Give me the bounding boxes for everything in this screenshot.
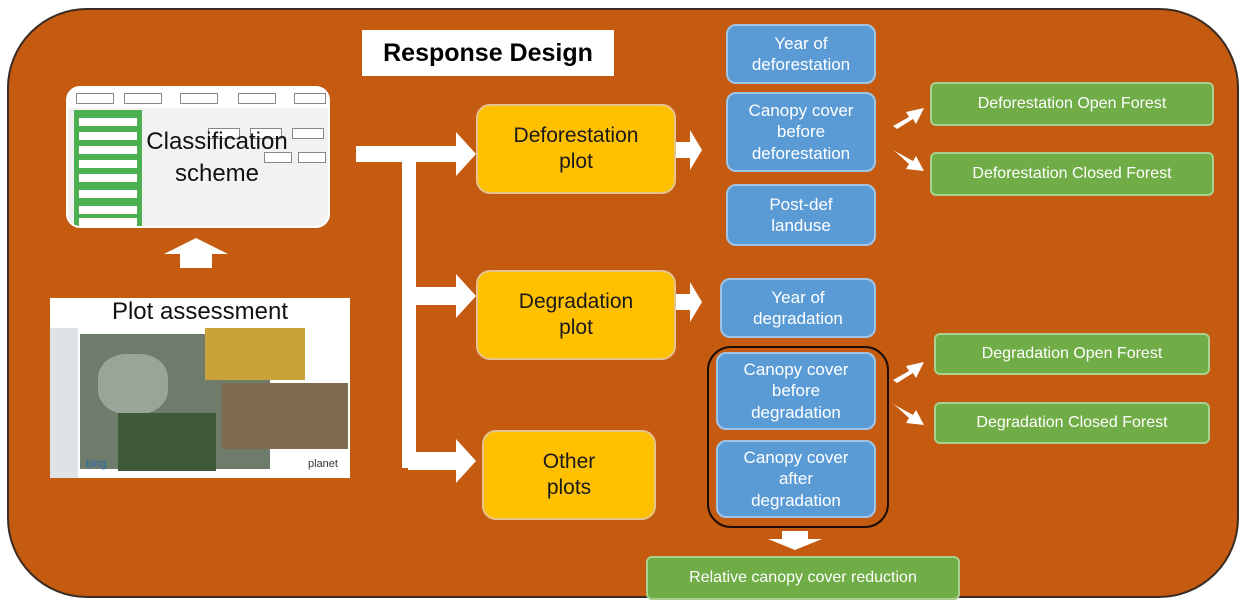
planet-logo: planet — [308, 458, 338, 470]
canopy-before-deforestation-box: Canopy cover before deforestation — [726, 92, 876, 172]
arrow-to-def-open — [893, 108, 924, 129]
scheme-cell — [250, 128, 282, 139]
scheme-cell — [76, 93, 114, 104]
scheme-cell — [298, 152, 326, 163]
classification-scheme-label: Classification scheme — [146, 128, 288, 187]
viewer-sidebar — [50, 328, 78, 478]
canopy-after-degradation-box: Canopy cover after degradation — [716, 440, 876, 518]
canopy-before-degradation-box: Canopy cover before degradation — [716, 352, 876, 430]
scheme-cell — [264, 152, 292, 163]
classification-scheme-thumbnail: Classification scheme — [66, 86, 330, 228]
up-arrow-icon — [164, 238, 228, 268]
scheme-cell — [124, 93, 162, 104]
relative-canopy-cover-reduction-box: Relative canopy cover reduction — [646, 556, 960, 600]
post-def-landuse-box: Post-def landuse — [726, 184, 876, 246]
branch-arrow-degradation — [408, 274, 476, 318]
plot-assessment-thumbnail: bing planet Plot assessment — [50, 298, 350, 478]
scheme-cell — [292, 128, 324, 139]
scheme-cell — [238, 93, 276, 104]
vertical-stem — [402, 150, 416, 468]
arrow-to-def-closed — [893, 150, 924, 171]
scheme-cell — [180, 93, 218, 104]
branch-arrow-other — [408, 439, 476, 483]
degradation-closed-forest-box: Degradation Closed Forest — [934, 402, 1210, 444]
year-of-deforestation-box: Year of deforestation — [726, 24, 876, 84]
scheme-cell — [294, 93, 326, 104]
plot-assessment-label: Plot assessment — [111, 298, 289, 325]
deforestation-open-forest-box: Deforestation Open Forest — [930, 82, 1214, 126]
satellite-image-brown — [222, 383, 348, 449]
scheme-cell — [208, 128, 240, 139]
arrow-deforestation-to-attributes — [676, 130, 702, 170]
year-of-degradation-box: Year of degradation — [720, 278, 876, 338]
other-plots-box: Other plots — [482, 430, 656, 520]
bing-logo: bing — [86, 458, 107, 470]
arrow-degradation-to-attributes — [676, 282, 702, 322]
deforestation-plot-box: Deforestation plot — [476, 104, 676, 194]
arrow-to-deg-open — [893, 362, 924, 383]
deforestation-closed-forest-box: Deforestation Closed Forest — [930, 152, 1214, 196]
satellite-image-forest — [118, 413, 216, 471]
scheme-green-column — [74, 110, 142, 226]
diagram-title: Response Design — [362, 30, 614, 76]
arrow-to-deg-closed — [893, 404, 924, 425]
degradation-plot-box: Degradation plot — [476, 270, 676, 360]
degradation-canopy-group-outline — [707, 346, 889, 528]
down-arrow-icon — [768, 531, 822, 550]
satellite-image-orange — [205, 328, 305, 380]
degradation-open-forest-box: Degradation Open Forest — [934, 333, 1210, 375]
